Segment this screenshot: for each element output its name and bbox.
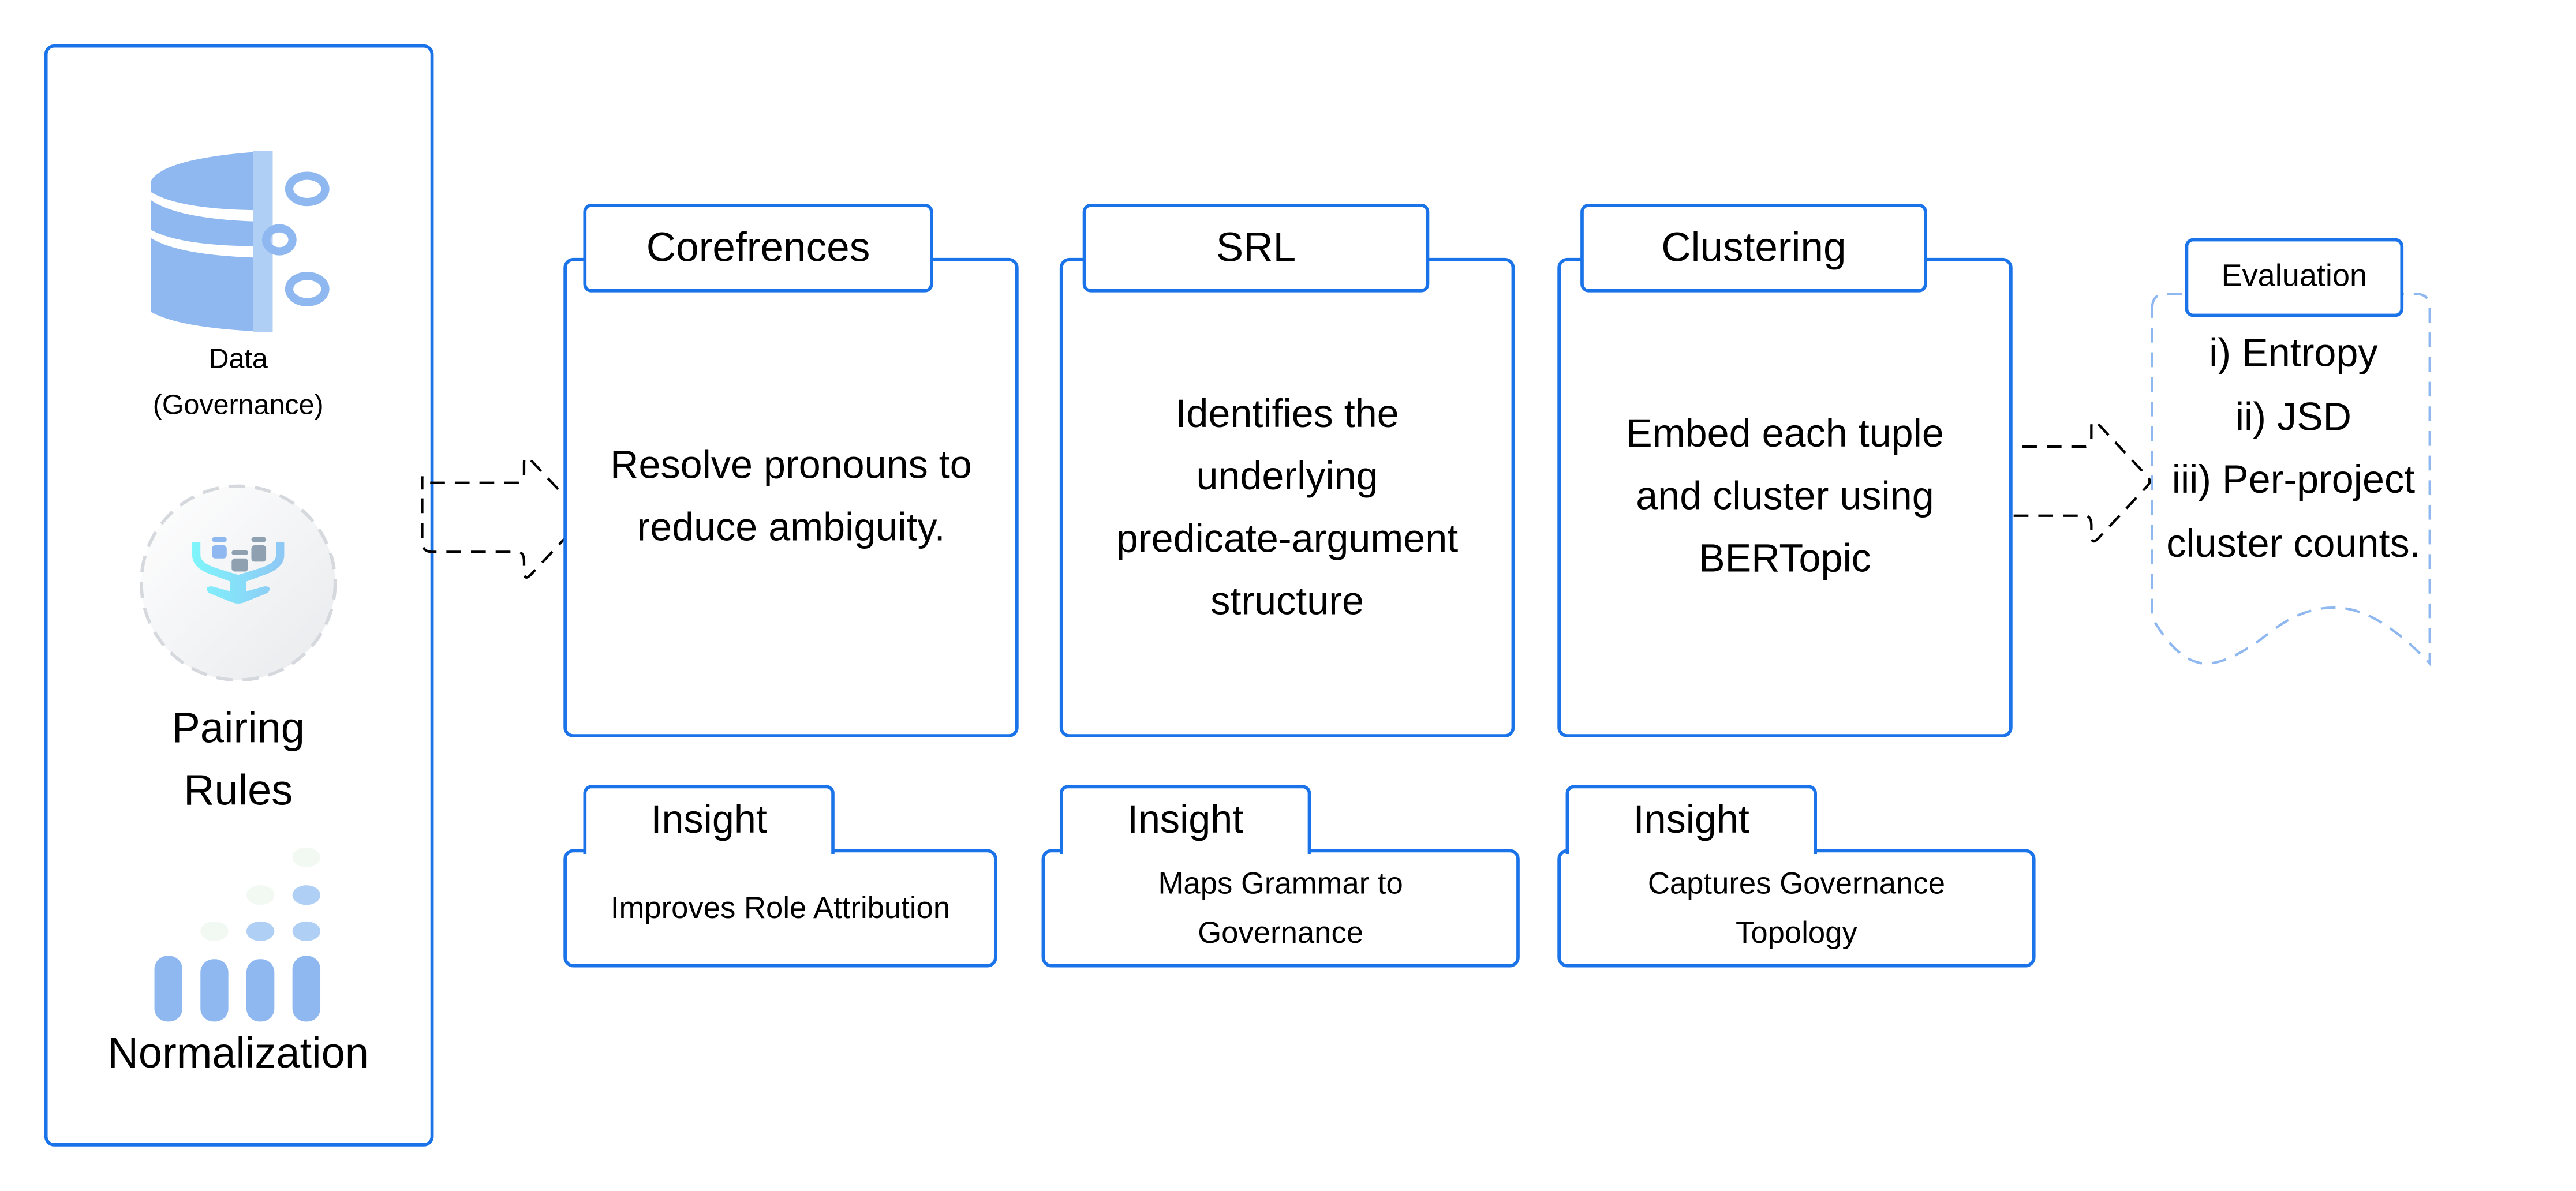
insight-line: Topology (1736, 915, 1857, 950)
description-line: underlying (1196, 455, 1378, 500)
pairing-rules-label: Pairing Rules (44, 696, 432, 821)
stage-box-clustering (1557, 257, 2013, 737)
description-line: Identifies the (1175, 392, 1399, 437)
stage-description: Resolve pronouns to reduce ambiguity. (563, 258, 1018, 737)
pairing-label-line: Pairing (171, 703, 305, 752)
data-label-line: Data (208, 343, 268, 374)
metric-line: i) Entropy (2209, 331, 2378, 376)
data-label: Data (Governance) (44, 336, 432, 428)
pairing-rules-icon (139, 484, 337, 682)
description-line: predicate-argument (1116, 517, 1459, 562)
description-line: BERTopic (1699, 537, 1871, 582)
arrow-icon (421, 456, 584, 579)
metric-line: ii) JSD (2235, 395, 2351, 440)
insight-title: Insight (1565, 785, 1818, 855)
stage-title-srl: SRL (1082, 203, 1430, 293)
stage-title-coreferences: Corefrences (583, 203, 933, 293)
insight-title: Insight (1059, 785, 1311, 855)
insight-line: Captures Governance (1647, 866, 1946, 900)
stage-description: Embed each tuple and cluster using BERTo… (1557, 258, 2012, 737)
description-line: and cluster using (1636, 474, 1934, 519)
document-shape (2151, 293, 2431, 667)
insight-box: Maps Grammar to Governance (1041, 849, 1520, 968)
insight-line: Improves Role Attribution (610, 890, 951, 925)
pairing-label-line: Rules (184, 765, 293, 815)
data-label-line: (Governance) (152, 389, 324, 421)
insight-box: Improves Role Attribution (563, 849, 997, 968)
normalization-bars-icon (154, 847, 321, 1022)
database-icon (151, 151, 330, 332)
description-line: Resolve pronouns to (610, 443, 972, 488)
insight-box: Captures Governance Topology (1557, 849, 2036, 968)
evaluation-title: Evaluation (2185, 238, 2404, 317)
arrow-icon (1988, 420, 2151, 543)
insight-line: Maps Grammar to (1158, 866, 1403, 900)
evaluation-metrics: i) Entropy ii) JSD iii) Per-project clus… (2152, 324, 2435, 576)
metric-line: cluster counts. (2166, 521, 2421, 566)
description-line: Embed each tuple (1626, 412, 1944, 457)
description-line: reduce ambiguity. (637, 505, 945, 550)
normalization-label: Normalization (107, 1028, 369, 1078)
insight-line: Governance (1198, 915, 1364, 950)
description-line: structure (1210, 579, 1364, 624)
stage-title-clustering: Clustering (1580, 203, 1927, 293)
insight-title: Insight (583, 785, 835, 855)
metric-line: iii) Per-project (2171, 458, 2416, 503)
stage-description: Identifies the underlying predicate-argu… (1060, 312, 1515, 706)
